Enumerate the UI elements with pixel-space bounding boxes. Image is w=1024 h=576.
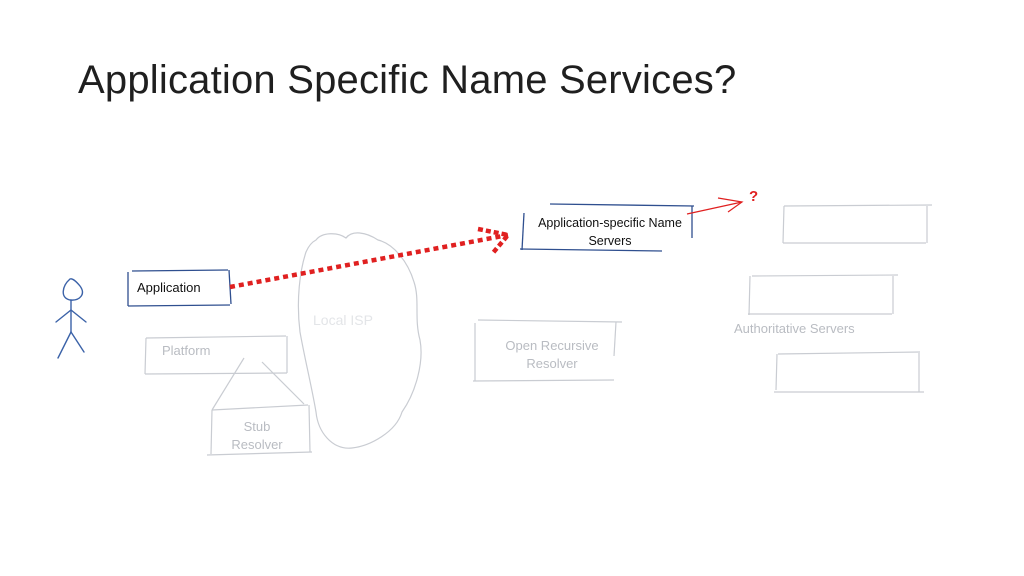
app-specific-name-servers-label: Application-specific Name Servers [526, 214, 694, 250]
local-isp-cloud [297, 232, 422, 449]
authoritative-server-box-middle [748, 274, 899, 316]
open-recursive-resolver-label-line1: Open Recursive [505, 338, 599, 353]
open-recursive-resolver-label-line2: Resolver [526, 356, 578, 371]
stub-resolver-label-line2: Resolver [231, 437, 283, 452]
stub-resolver-box [206, 357, 313, 456]
open-recursive-resolver-box [472, 319, 623, 382]
application-label: Application [137, 280, 201, 295]
open-recursive-resolver-label: Open Recursive Resolver [482, 337, 622, 373]
authoritative-server-box-bottom [774, 351, 924, 393]
user-figure-icon [55, 278, 87, 359]
platform-box [144, 335, 288, 375]
unknown-arrow [686, 197, 744, 215]
local-isp-label: Local ISP [313, 312, 373, 328]
app-specific-label-line2: Servers [588, 234, 632, 248]
authoritative-server-box-top [782, 204, 933, 244]
application-box [127, 269, 232, 307]
page-title: Application Specific Name Services? [78, 58, 737, 102]
platform-label: Platform [162, 343, 211, 358]
app-specific-name-servers-box [519, 203, 695, 252]
question-mark: ? [749, 188, 759, 205]
app-specific-label-line1: Application-specific Name [538, 216, 682, 230]
stub-resolver-label-line1: Stub [243, 419, 271, 434]
stub-resolver-label: Stub Resolver [214, 418, 300, 454]
authoritative-servers-label: Authoritative Servers [734, 321, 855, 336]
query-arrow [229, 226, 513, 290]
